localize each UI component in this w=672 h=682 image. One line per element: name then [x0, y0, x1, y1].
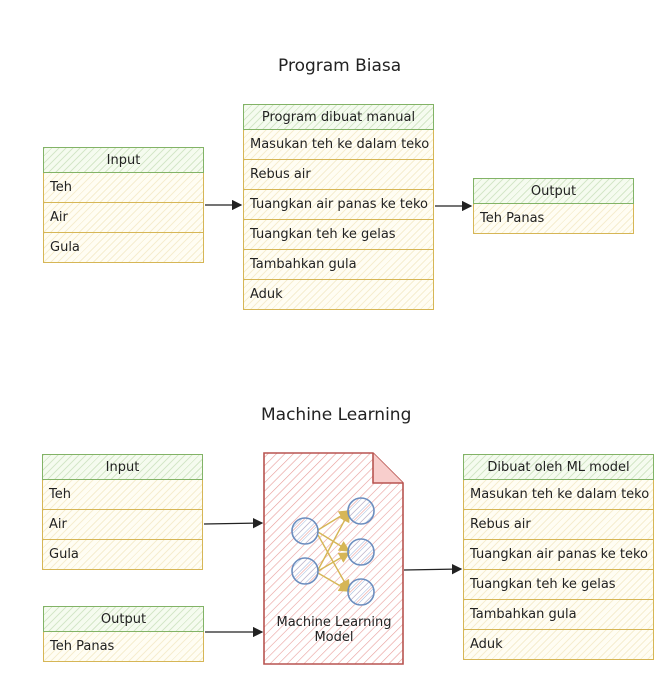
arrow-ml-input-to-model	[203, 517, 264, 529]
nn-output-node	[347, 538, 375, 566]
ml-input-header: Input	[42, 454, 203, 480]
pb-program-header: Program dibuat manual	[243, 104, 434, 130]
ml-input-row: Air	[42, 510, 203, 540]
neural-network-icon	[291, 497, 375, 606]
ml-input-row: Gula	[42, 540, 203, 570]
ml-model-fold	[372, 453, 403, 484]
ml-result-row: Tuangkan air panas ke teko	[463, 540, 654, 570]
pb-input-row: Air	[43, 203, 204, 233]
pb-program-row: Masukan teh ke dalam teko	[243, 130, 434, 160]
ml-result-box: Dibuat oleh ML model Masukan teh ke dala…	[463, 454, 654, 660]
ml-output-header: Output	[43, 606, 204, 632]
pb-program-row: Tuangkan teh ke gelas	[243, 220, 434, 250]
nn-input-node	[291, 557, 319, 585]
program-biasa-title: Program Biasa	[278, 56, 402, 76]
ml-input-box: Input Teh Air Gula	[42, 454, 203, 570]
machine-learning-title: Machine Learning	[261, 405, 412, 425]
pb-program-row: Tambahkan gula	[243, 250, 434, 280]
nn-output-node	[347, 497, 375, 525]
nn-input-node	[291, 517, 319, 545]
pb-output-box: Output Teh Panas	[473, 178, 634, 234]
pb-program-box: Program dibuat manual Masukan teh ke dal…	[243, 104, 434, 310]
ml-output-box: Output Teh Panas	[43, 606, 204, 662]
pb-program-row: Rebus air	[243, 160, 434, 190]
ml-model-label: Machine Learning Model	[265, 615, 403, 645]
ml-model-label-line2: Model	[314, 630, 354, 645]
ml-result-row: Aduk	[463, 630, 654, 660]
ml-result-row: Tuangkan teh ke gelas	[463, 570, 654, 600]
ml-model-label-line1: Machine Learning	[276, 615, 392, 630]
pb-program-row: Aduk	[243, 280, 434, 310]
ml-result-header: Dibuat oleh ML model	[463, 454, 654, 480]
pb-output-row: Teh Panas	[473, 204, 634, 234]
arrow-model-to-result	[403, 563, 463, 575]
ml-output-row: Teh Panas	[43, 632, 204, 662]
ml-result-row: Masukan teh ke dalam teko	[463, 480, 654, 510]
ml-input-row: Teh	[42, 480, 203, 510]
pb-output-header: Output	[473, 178, 634, 204]
pb-input-row: Gula	[43, 233, 204, 263]
pb-input-header: Input	[43, 147, 204, 173]
nn-output-node	[347, 578, 375, 606]
pb-input-row: Teh	[43, 173, 204, 203]
ml-result-row: Rebus air	[463, 510, 654, 540]
pb-program-row: Tuangkan air panas ke teko	[243, 190, 434, 220]
pb-input-box: Input Teh Air Gula	[43, 147, 204, 263]
ml-result-row: Tambahkan gula	[463, 600, 654, 630]
